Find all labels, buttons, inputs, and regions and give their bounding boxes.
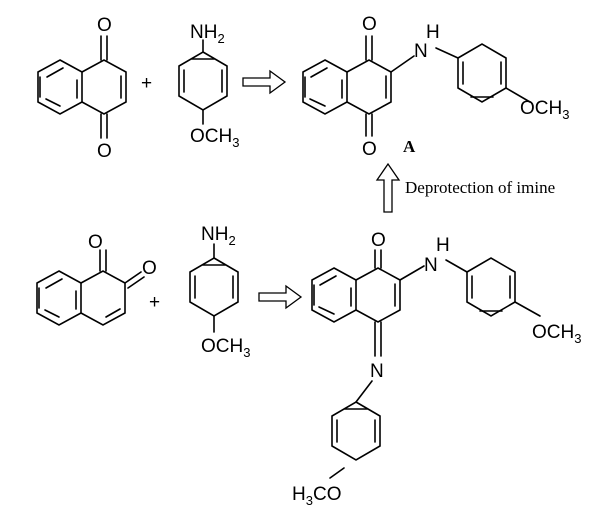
methoxy-label: OCH bbox=[201, 336, 243, 357]
methoxy-subscript: 3 bbox=[232, 135, 239, 150]
svg-text:OCH3: OCH3 bbox=[520, 98, 569, 122]
product-a-structure: O O H N OCH3 A bbox=[302, 14, 569, 160]
atom-h: H bbox=[426, 22, 440, 43]
atom-o2: O bbox=[142, 258, 157, 279]
svg-text:NH2: NH2 bbox=[190, 22, 225, 46]
methoxy-label: OCH bbox=[532, 322, 574, 343]
deprotection-label: Deprotection of imine bbox=[405, 178, 555, 197]
deprotection-arrow bbox=[375, 162, 401, 213]
amine-subscript: 2 bbox=[228, 233, 235, 248]
svg-text:OCH3: OCH3 bbox=[190, 126, 239, 150]
methoxy-subscript: 3 bbox=[562, 107, 569, 122]
plus-sign: + bbox=[141, 73, 152, 94]
methoxy-label: OCH bbox=[190, 126, 232, 147]
methoxy2-suffix: CO bbox=[313, 484, 342, 505]
p-anisidine-structure: NH2 OCH3 bbox=[178, 22, 239, 150]
atom-o1: O bbox=[371, 230, 386, 251]
reaction-arrow-bottom bbox=[258, 284, 303, 310]
svg-text:H3CO: H3CO bbox=[292, 484, 341, 505]
amine-subscript: 2 bbox=[217, 31, 224, 46]
naphthoquinone-1-2-structure: O O bbox=[36, 232, 157, 326]
atom-o2: O bbox=[362, 139, 377, 160]
svg-text:NH2: NH2 bbox=[201, 224, 236, 248]
svg-text:OCH3: OCH3 bbox=[201, 336, 250, 360]
reaction-arrow-top bbox=[242, 69, 287, 95]
atom-o1: O bbox=[362, 14, 377, 35]
atom-o2: O bbox=[97, 141, 112, 162]
svg-text:OCH3: OCH3 bbox=[532, 322, 581, 346]
amine-label: NH bbox=[190, 22, 217, 43]
atom-h: H bbox=[436, 235, 450, 256]
methoxy2-prefix: H bbox=[292, 484, 306, 505]
methoxy-label: OCH bbox=[520, 98, 562, 119]
atom-n: N bbox=[414, 41, 428, 62]
atom-n-amine: N bbox=[424, 255, 438, 276]
methoxy-subscript: 3 bbox=[574, 331, 581, 346]
plus-sign: + bbox=[149, 292, 160, 313]
atom-o1: O bbox=[97, 15, 112, 36]
atom-o1: O bbox=[88, 232, 103, 253]
methoxy-subscript: 3 bbox=[243, 345, 250, 360]
methoxy2-subscript: 3 bbox=[306, 493, 313, 505]
p-anisidine-structure: NH2 OCH3 bbox=[189, 224, 250, 360]
imine-intermediate-structure: O H N N OCH3 H3CO bbox=[292, 230, 581, 508]
atom-n-imine: N bbox=[370, 361, 384, 382]
amine-label: NH bbox=[201, 224, 228, 245]
compound-label-a: A bbox=[403, 137, 416, 156]
naphthoquinone-1-4-structure: O O bbox=[37, 15, 127, 162]
